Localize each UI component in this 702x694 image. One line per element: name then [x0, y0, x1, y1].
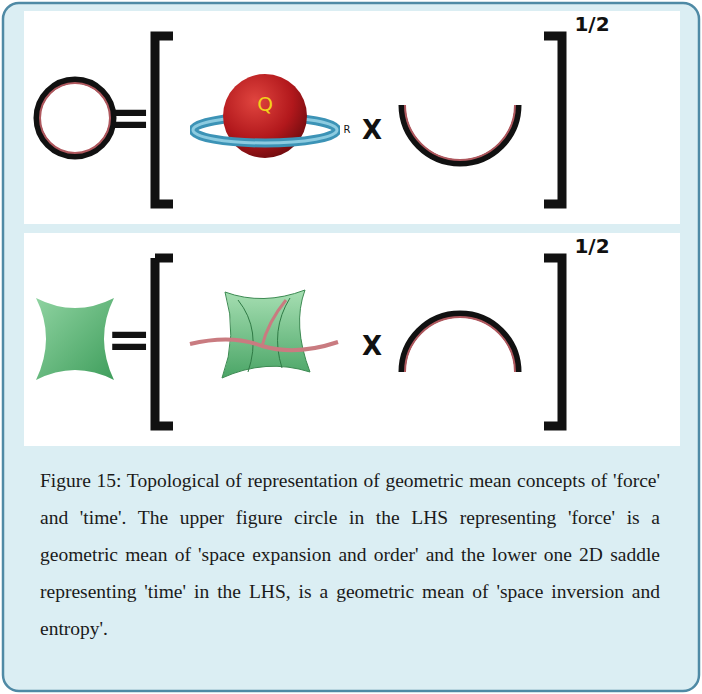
equals-sign: =	[106, 313, 151, 367]
charge-sphere: Q	[190, 70, 340, 166]
times-sign: X	[362, 333, 382, 359]
exponent: 1/2	[574, 236, 609, 256]
equals-sign: =	[106, 91, 151, 145]
sphere-shape	[190, 70, 340, 166]
charge-letter: Q	[190, 94, 340, 114]
exponent: 1/2	[574, 14, 609, 34]
figure-caption: Figure 15: Topological of representation…	[40, 462, 660, 647]
times-sign: X	[362, 117, 382, 143]
radius-label: R	[344, 125, 351, 135]
